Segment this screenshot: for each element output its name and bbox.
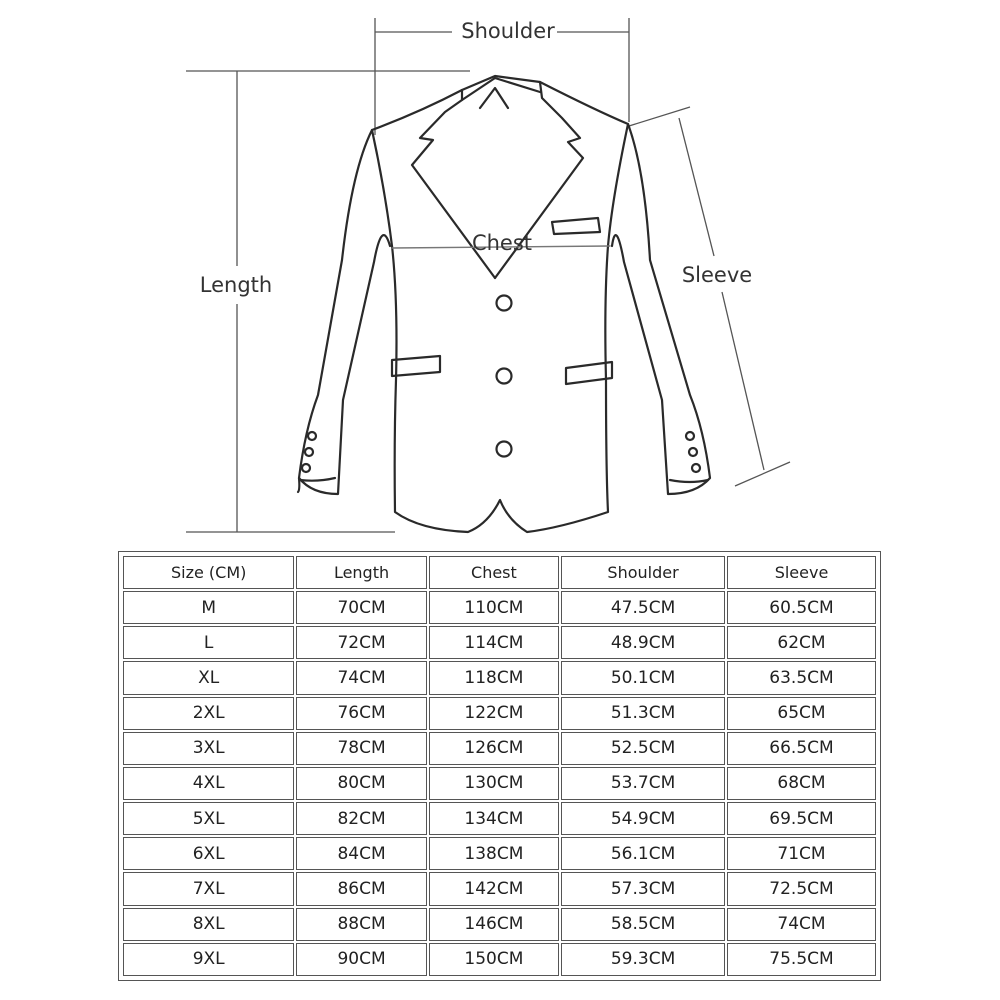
sleeve-cell: 72.5CM (726, 872, 876, 906)
jacket-measurement-diagram: Shoulder Length Sleeve (186, 18, 791, 534)
sleeve-cell: 71CM (726, 837, 876, 871)
chest-cell: 126CM (428, 731, 560, 765)
length-cell: 84CM (296, 837, 427, 871)
sleeve-cell: 69.5CM (726, 802, 876, 836)
shoulder-cell: 47.5CM (561, 591, 725, 625)
size-cell: 2XL (123, 696, 295, 730)
sleeve-cell: 68CM (726, 766, 876, 801)
shoulder-cell: 56.1CM (561, 837, 725, 871)
size-cell: 4XL (123, 766, 295, 801)
chest-cell: 150CM (428, 942, 560, 976)
chest-cell: 130CM (428, 766, 560, 801)
size-cell: M (123, 591, 295, 625)
size-chart: Size (CM) Length Chest Shoulder Sleeve M… (118, 551, 881, 981)
size-cell: 3XL (123, 731, 295, 765)
header-size: Size (CM) (123, 556, 295, 589)
sleeve-cell: 60.5CM (726, 591, 876, 625)
length-label: Length (200, 273, 272, 297)
chest-cell: 134CM (428, 802, 560, 836)
chest-cell: 142CM (428, 872, 560, 906)
length-cell: 82CM (296, 802, 427, 836)
size-table: Size (CM) Length Chest Shoulder Sleeve M… (121, 554, 878, 978)
length-cell: 72CM (296, 626, 427, 660)
shoulder-cell: 48.9CM (561, 626, 725, 660)
size-cell: XL (123, 661, 295, 695)
chest-cell: 146CM (428, 907, 560, 941)
table-header-row: Size (CM) Length Chest Shoulder Sleeve (123, 556, 876, 589)
length-cell: 78CM (296, 731, 427, 765)
size-cell: 7XL (123, 872, 295, 906)
size-cell: 8XL (123, 907, 295, 941)
sleeve-cell: 63.5CM (726, 661, 876, 695)
sleeve-cell: 65CM (726, 696, 876, 730)
chest-label: Chest (472, 231, 532, 255)
sleeve-cell: 62CM (726, 626, 876, 660)
size-cell: 5XL (123, 802, 295, 836)
length-cell: 74CM (296, 661, 427, 695)
length-cell: 70CM (296, 591, 427, 625)
length-cell: 80CM (296, 766, 427, 801)
shoulder-label: Shoulder (461, 19, 555, 43)
header-chest: Chest (428, 556, 560, 589)
sleeve-cell: 75.5CM (726, 942, 876, 976)
size-cell: L (123, 626, 295, 660)
chest-cell: 118CM (428, 661, 560, 695)
sleeve-measure (628, 106, 791, 487)
sleeve-cell: 66.5CM (726, 731, 876, 765)
shoulder-cell: 54.9CM (561, 802, 725, 836)
chest-cell: 114CM (428, 626, 560, 660)
size-cell: 9XL (123, 942, 295, 976)
shoulder-cell: 51.3CM (561, 696, 725, 730)
shoulder-measure (374, 18, 630, 135)
shoulder-cell: 58.5CM (561, 907, 725, 941)
sleeve-label: Sleeve (682, 263, 752, 287)
length-cell: 88CM (296, 907, 427, 941)
sleeve-cell: 74CM (726, 907, 876, 941)
shoulder-cell: 52.5CM (561, 731, 725, 765)
header-sleeve: Sleeve (726, 556, 876, 589)
length-cell: 76CM (296, 696, 427, 730)
length-measure (186, 70, 470, 533)
length-cell: 86CM (296, 872, 427, 906)
header-shoulder: Shoulder (561, 556, 725, 589)
length-cell: 90CM (296, 942, 427, 976)
chest-cell: 110CM (428, 591, 560, 625)
shoulder-cell: 57.3CM (561, 872, 725, 906)
shoulder-cell: 53.7CM (561, 766, 725, 801)
shoulder-cell: 59.3CM (561, 942, 725, 976)
header-length: Length (296, 556, 427, 589)
chest-cell: 122CM (428, 696, 560, 730)
size-cell: 6XL (123, 837, 295, 871)
chest-cell: 138CM (428, 837, 560, 871)
shoulder-cell: 50.1CM (561, 661, 725, 695)
jacket-outline (296, 74, 712, 534)
